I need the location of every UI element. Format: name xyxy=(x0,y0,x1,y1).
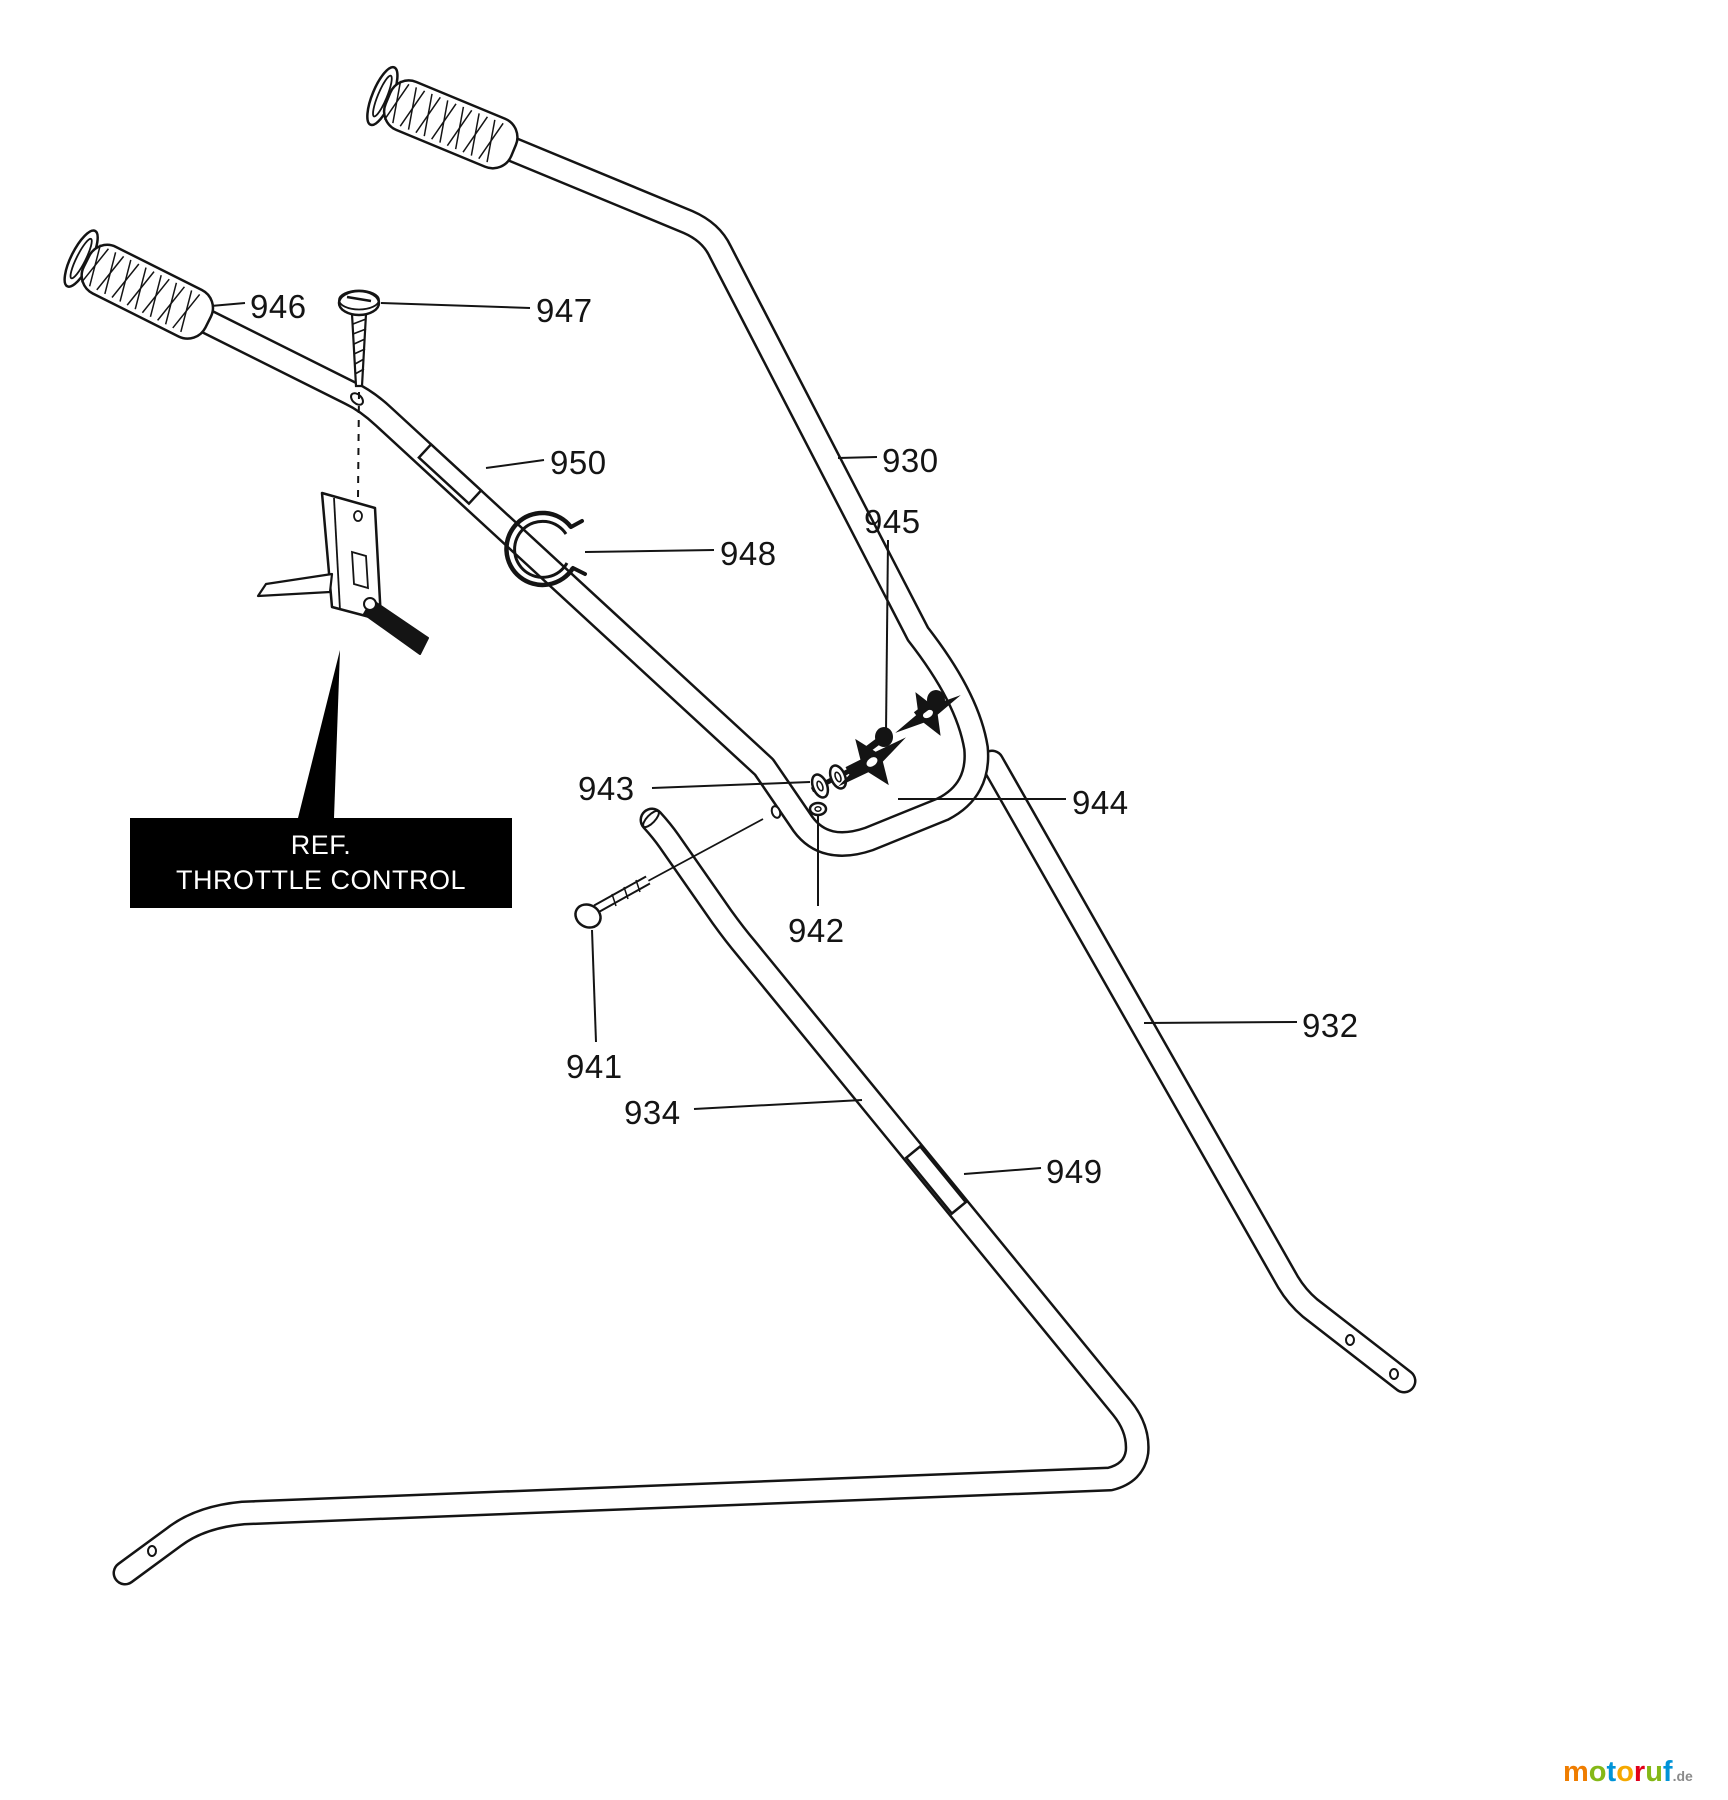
carriage-bolt-945 xyxy=(913,690,945,718)
part-label-941: 941 xyxy=(566,1048,623,1085)
part-label-934: 934 xyxy=(624,1094,681,1131)
star-knob-944 xyxy=(838,737,906,787)
logo-letter: r xyxy=(1633,1756,1646,1788)
bolt-941 xyxy=(574,875,651,929)
flange-nut-942 xyxy=(808,801,828,817)
upper-handle-grip xyxy=(360,62,527,181)
throttle-control-bracket xyxy=(256,491,429,818)
part-label-948: 948 xyxy=(720,535,777,572)
decal-949 xyxy=(904,1144,968,1216)
part-label-950: 950 xyxy=(550,444,607,481)
logo-suffix: .de xyxy=(1672,1768,1693,1784)
part-label-943: 943 xyxy=(578,770,635,807)
pointer-arrow xyxy=(298,650,340,818)
ref-throttle-control-label: REF. THROTTLE CONTROL xyxy=(130,818,512,908)
left-handle-grip-946 xyxy=(57,225,224,352)
part-label-949: 949 xyxy=(1046,1153,1103,1190)
leader-lines xyxy=(187,302,1298,1175)
logo-letter: m xyxy=(1563,1756,1589,1788)
lower-handle-tube-932 xyxy=(979,749,1417,1394)
part-label-945: 945 xyxy=(864,503,921,540)
screw-axis-dashed-line xyxy=(357,391,360,499)
part-label-947: 947 xyxy=(536,292,593,329)
logo-letter: u xyxy=(1645,1756,1663,1788)
decal-950 xyxy=(417,442,483,506)
lower-handle-tube-934 xyxy=(112,807,1150,1586)
part-label-946: 946 xyxy=(250,288,307,325)
logo-letter: t xyxy=(1606,1756,1617,1788)
ref-box-line2: THROTTLE CONTROL xyxy=(175,865,466,895)
ref-box-line1: REF. xyxy=(290,829,352,860)
part-label-942: 942 xyxy=(788,912,845,949)
part-label-930: 930 xyxy=(882,442,939,479)
logo-letter: o xyxy=(1616,1756,1634,1788)
logo-letter: f xyxy=(1662,1756,1673,1788)
motoruf-logo[interactable]: motoruf.de xyxy=(1563,1756,1693,1789)
joint-hardware xyxy=(808,690,961,817)
part-label-944: 944 xyxy=(1072,784,1129,821)
part-label-932: 932 xyxy=(1302,1007,1359,1044)
logo-letter: o xyxy=(1588,1756,1607,1788)
upper-handle-tube-930 xyxy=(195,137,990,857)
screw-947 xyxy=(337,289,381,499)
carriage-bolt-945 xyxy=(861,727,893,755)
clamp-948 xyxy=(504,510,587,588)
washer-943 xyxy=(810,773,830,799)
